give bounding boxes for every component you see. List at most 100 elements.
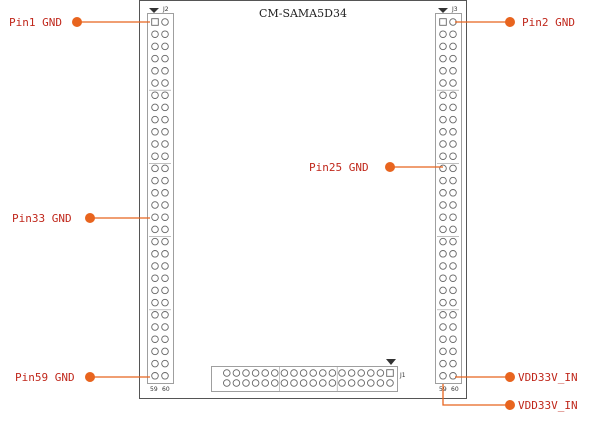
pin-54 xyxy=(449,335,457,343)
pin-20 xyxy=(449,128,457,136)
pin-8 xyxy=(357,379,365,387)
pin-15 xyxy=(439,103,447,112)
callout-line-vdd-b xyxy=(442,384,510,406)
pin-21 xyxy=(151,140,159,148)
callout-lines xyxy=(77,21,510,406)
pin-7 xyxy=(151,54,159,63)
pin-22 xyxy=(290,379,298,387)
header-j2-outline xyxy=(147,13,174,384)
pin-11 xyxy=(338,369,346,377)
pin-57 xyxy=(439,359,447,368)
pin-59 xyxy=(439,372,447,380)
pin-45 xyxy=(151,286,159,295)
pin1-marker-j1 xyxy=(386,359,396,365)
callout-dot-pin33 xyxy=(85,213,95,223)
pin-44 xyxy=(449,274,457,282)
pin-5 xyxy=(367,369,375,377)
pin-15 xyxy=(151,103,159,112)
pin-39 xyxy=(439,250,447,258)
pin-48 xyxy=(161,298,169,307)
board-outline xyxy=(139,0,467,399)
pin-9 xyxy=(151,67,159,75)
pin-36 xyxy=(161,225,169,234)
pin-9 xyxy=(439,67,447,75)
label-pin33: Pin33 GND xyxy=(12,212,72,225)
pin-10 xyxy=(449,67,457,75)
pin-1 xyxy=(439,18,447,26)
pin-55 xyxy=(151,347,159,356)
pin-34 xyxy=(449,213,457,221)
header-j3-outline xyxy=(435,13,462,384)
header-j1-outline xyxy=(211,366,398,392)
pin-4 xyxy=(449,30,457,38)
pin-12 xyxy=(449,79,457,87)
pin-27 xyxy=(151,176,159,185)
pin-35 xyxy=(223,369,231,377)
pin-51 xyxy=(151,323,159,331)
pin-2 xyxy=(386,379,394,387)
pin-51 xyxy=(439,323,447,331)
header-j2: J2 59 60 xyxy=(147,6,174,393)
pin-13 xyxy=(439,91,447,99)
pin-4 xyxy=(376,379,385,387)
header-j1: J1 xyxy=(211,359,406,392)
header-j2-pins xyxy=(149,18,171,380)
pin-18 xyxy=(449,115,457,124)
pin-27 xyxy=(439,176,447,185)
pin-4 xyxy=(161,30,169,38)
pin-40 xyxy=(161,250,169,258)
pin-21 xyxy=(290,369,298,377)
pin-43 xyxy=(439,274,447,282)
pin-11 xyxy=(151,79,159,87)
pin1-marker-j3 xyxy=(438,8,448,13)
pin-16 xyxy=(319,379,327,387)
pin-28 xyxy=(261,379,269,387)
pin-52 xyxy=(161,323,169,331)
pin-58 xyxy=(449,359,457,368)
pin-39 xyxy=(151,250,159,258)
pin-33 xyxy=(151,213,159,221)
pin-3 xyxy=(439,30,447,38)
pin-20 xyxy=(161,128,169,136)
callout-dot-pin1 xyxy=(72,17,82,27)
callout-dot-pin59 xyxy=(85,372,95,382)
pin-17 xyxy=(151,115,159,124)
pin-16 xyxy=(449,103,457,112)
header-j3: J3 59 60 xyxy=(435,6,462,393)
pin-24 xyxy=(280,379,289,387)
board-title: CM-SAMA5D34 xyxy=(259,7,347,20)
label-pin59: Pin59 GND xyxy=(15,371,75,384)
pin-18 xyxy=(309,379,317,387)
pin-5 xyxy=(439,42,447,51)
pin-26 xyxy=(449,164,457,173)
pin-41 xyxy=(439,262,447,270)
pin-60 xyxy=(161,372,169,380)
label-pin2: Pin2 GND xyxy=(522,16,575,29)
pin-48 xyxy=(449,298,457,307)
pin-10 xyxy=(347,379,356,387)
pin-6 xyxy=(367,379,375,387)
pin-40 xyxy=(449,250,457,258)
pin-12 xyxy=(161,79,169,87)
header-j2-label: J2 xyxy=(162,6,169,13)
pin-23 xyxy=(151,152,159,160)
pin-28 xyxy=(161,176,169,185)
pin-25 xyxy=(271,369,279,377)
pin-14 xyxy=(449,91,457,99)
pin-31 xyxy=(439,201,447,209)
pin-52 xyxy=(449,323,457,331)
pin-31 xyxy=(242,369,250,377)
pin-28 xyxy=(449,176,457,185)
pin-30 xyxy=(251,379,260,387)
pin-13 xyxy=(151,91,159,99)
header-j1-pins xyxy=(223,367,394,391)
pin-56 xyxy=(449,347,457,356)
header-j1-label: J1 xyxy=(399,372,406,379)
pin-32 xyxy=(242,379,250,387)
pin-8 xyxy=(449,54,457,63)
pin-20 xyxy=(299,379,308,387)
pin-55 xyxy=(439,347,447,356)
pin-35 xyxy=(151,225,159,234)
pin-37 xyxy=(439,237,447,246)
